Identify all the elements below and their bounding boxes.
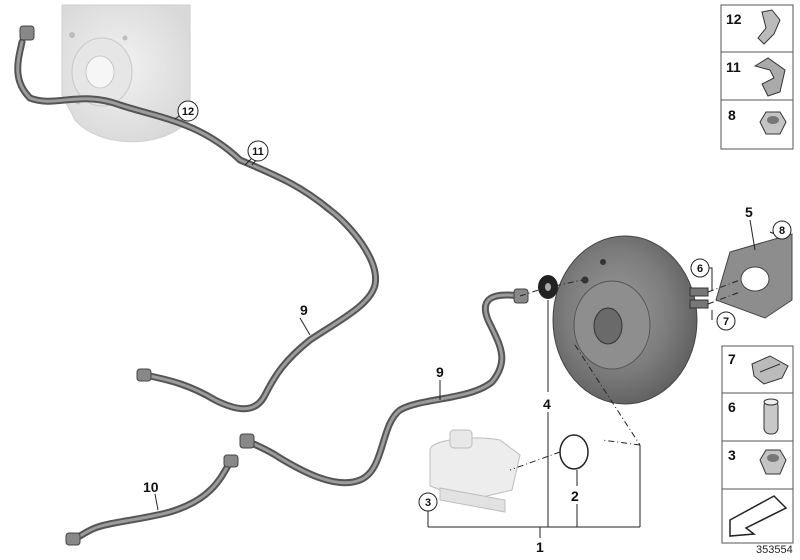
legend-bottom: 7 6 3 [721, 345, 794, 544]
callout-12-circle: 12 [177, 100, 199, 122]
legend-12-label: 12 [726, 11, 742, 27]
cap-nut-icon [759, 449, 787, 475]
vacuum-hose-upper [14, 25, 379, 413]
callout-1: 1 [536, 539, 544, 555]
arrow-icon [729, 495, 788, 537]
callout-9-lower: 9 [436, 364, 444, 380]
bracket-clip-icon [753, 57, 786, 97]
grommet [538, 275, 558, 299]
hex-nut-icon [759, 111, 787, 135]
vacuum-hose-lower [239, 288, 529, 487]
callout-3: 3 [425, 497, 431, 509]
callout-6-circle: 6 [690, 258, 710, 278]
callout-11-circle: 11 [247, 140, 269, 162]
brake-booster [552, 235, 709, 405]
legend-11-label: 11 [726, 59, 741, 75]
spring-clip-icon [751, 355, 789, 385]
o-ring [559, 434, 589, 470]
callout-4: 4 [543, 396, 551, 412]
callout-5: 5 [745, 204, 753, 220]
callout-8-circle: 8 [772, 220, 792, 240]
callout-7-circle: 7 [716, 311, 736, 331]
callout-10: 10 [143, 479, 159, 495]
vacuum-hose-short [65, 454, 239, 546]
callout-8: 8 [779, 225, 785, 237]
document-number: 353554 [756, 544, 793, 556]
legend-top: 12 11 8 [720, 4, 794, 150]
legend-6-label: 6 [728, 399, 736, 415]
callout-2: 2 [571, 488, 579, 504]
callout-3-circle: 3 [418, 492, 438, 512]
callout-9-upper: 9 [300, 302, 308, 318]
legend-7-label: 7 [728, 351, 736, 367]
leader-lines [154, 111, 776, 538]
callout-12: 12 [182, 106, 194, 118]
clip-icon [757, 9, 781, 45]
callout-6: 6 [697, 263, 703, 275]
legend-8-label: 8 [728, 107, 736, 123]
callout-7: 7 [723, 316, 729, 328]
dashed-leaders [509, 279, 741, 471]
fluid-reservoir [429, 429, 521, 513]
ghost-brake-booster [61, 4, 191, 143]
callout-11: 11 [252, 146, 264, 158]
pin-icon [763, 398, 779, 435]
legend-3-label: 3 [728, 447, 736, 463]
